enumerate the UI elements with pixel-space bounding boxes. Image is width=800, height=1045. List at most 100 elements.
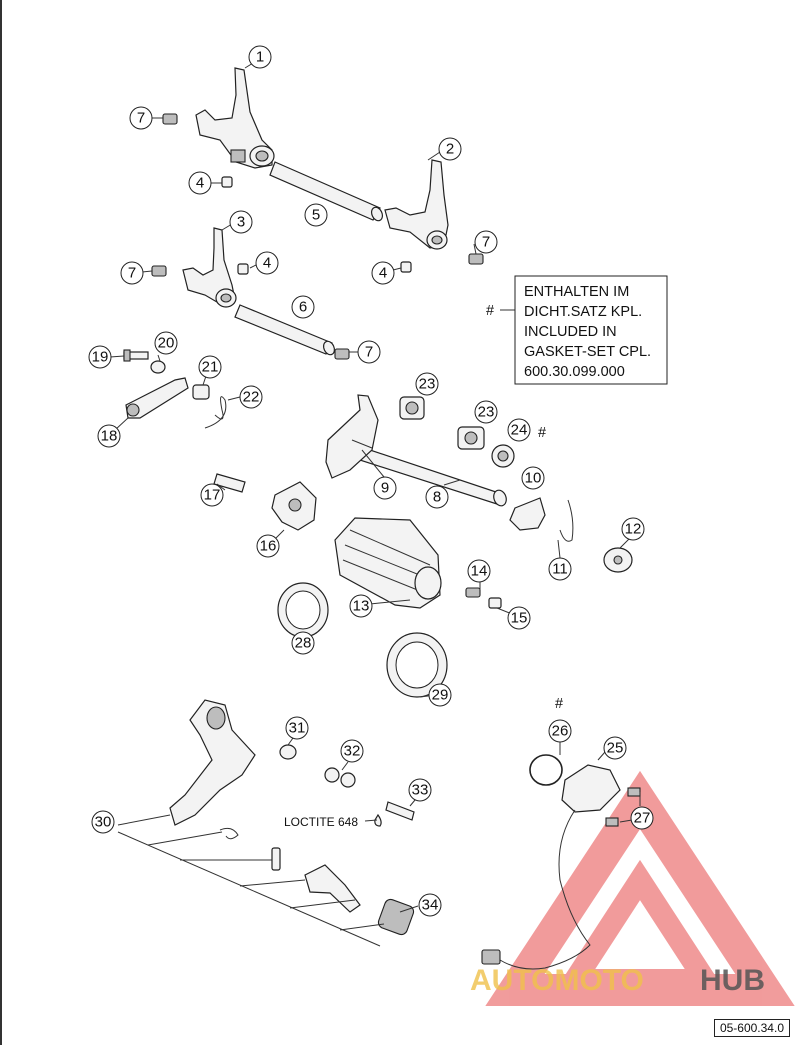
bearing-23-b (457, 426, 485, 450)
svg-text:31: 31 (289, 720, 306, 737)
shift-fork-2 (384, 159, 449, 250)
svg-text:23: 23 (419, 376, 436, 393)
joint-head (304, 864, 361, 913)
svg-text:30: 30 (95, 814, 112, 831)
loctite-drop (374, 813, 382, 827)
svg-text:21: 21 (202, 359, 219, 376)
svg-text:GASKET-SET CPL.: GASKET-SET CPL. (524, 344, 651, 360)
callout-31: 31 (285, 716, 309, 740)
pin-4-b (237, 263, 249, 275)
callout-34: 34 (418, 893, 442, 917)
washer-31 (279, 744, 297, 760)
roller-21 (192, 384, 210, 400)
screw-19 (123, 349, 149, 362)
svg-text:7: 7 (482, 234, 490, 251)
callout-19: 19 (88, 345, 112, 369)
svg-text:27: 27 (634, 810, 651, 827)
shift-lever-10 (509, 497, 546, 531)
shift-fork-3 (182, 227, 237, 308)
svg-text:20: 20 (158, 335, 175, 352)
svg-text:33: 33 (412, 782, 429, 799)
washer-12 (603, 547, 633, 573)
callout-7-a: 7 (129, 106, 153, 130)
callout-4-c: 4 (371, 261, 395, 285)
svg-text:18: 18 (101, 428, 118, 445)
svg-text:17: 17 (204, 487, 221, 504)
shift-lever-30 (169, 699, 256, 826)
callout-30: 30 (91, 810, 115, 834)
callout-33: 33 (408, 778, 432, 802)
svg-text:600.30.099.000: 600.30.099.000 (524, 364, 625, 380)
callout-24: 24 (507, 418, 531, 442)
o-ring-26 (529, 754, 563, 786)
svg-text:14: 14 (471, 563, 488, 580)
spring-clip (219, 827, 239, 840)
svg-text:23: 23 (478, 404, 495, 421)
bearing-29 (386, 632, 448, 698)
svg-text:24: 24 (511, 422, 528, 439)
callout-5: 5 (304, 203, 328, 227)
callout-14: 14 (467, 559, 491, 583)
svg-text:26: 26 (552, 723, 569, 740)
svg-text:7: 7 (128, 265, 136, 282)
hash-26: # (555, 696, 563, 712)
svg-text:8: 8 (433, 489, 441, 506)
callout-7-c: 7 (120, 261, 144, 285)
figure-code: 05-600.34.0 (713, 1019, 790, 1037)
callout-8: 8 (425, 485, 449, 509)
callout-13: 13 (349, 594, 373, 618)
svg-text:INCLUDED IN: INCLUDED IN (524, 324, 617, 340)
bearing-23-a (399, 396, 425, 420)
gasket-set-note: ENTHALTEN IM DICHT.SATZ KPL. INCLUDED IN… (514, 275, 668, 385)
spring-22 (204, 396, 227, 429)
callout-17: 17 (200, 483, 224, 507)
callout-26: 26 (548, 719, 572, 743)
svg-text:12: 12 (625, 521, 642, 538)
callout-28: 28 (291, 631, 315, 655)
svg-text:4: 4 (263, 255, 271, 272)
loctite-label: LOCTITE 648 (284, 815, 358, 829)
spring-7-c (151, 265, 167, 277)
svg-text:6: 6 (299, 299, 307, 316)
svg-text:34: 34 (422, 897, 439, 914)
svg-text:11: 11 (552, 561, 568, 578)
rubber-boot-34 (377, 898, 415, 936)
pin-4-a (221, 176, 233, 188)
callout-7-d: 7 (357, 340, 381, 364)
gear-sensor-25 (481, 764, 621, 970)
svg-text:15: 15 (511, 610, 528, 627)
spring-7-b (468, 253, 484, 265)
svg-text:25: 25 (607, 740, 624, 757)
watermark-text: AUTOMOTO HUB (470, 964, 765, 997)
spring-7-a (162, 113, 178, 125)
watermark-logo (485, 770, 795, 1006)
shift-quadrant-9 (325, 394, 379, 479)
lever-18 (125, 377, 189, 419)
spring-7-d (334, 348, 350, 360)
shift-drum-13 (334, 517, 442, 609)
pin-15 (488, 597, 502, 609)
svg-text:4: 4 (196, 175, 204, 192)
shift-rod-6 (234, 304, 336, 356)
washer-20 (150, 360, 166, 374)
callout-29: 29 (428, 683, 452, 707)
callout-4-a: 4 (188, 171, 212, 195)
callout-22: 22 (239, 385, 263, 409)
callout-1: 1 (248, 45, 272, 69)
svg-text:10: 10 (525, 470, 542, 487)
svg-text:4: 4 (379, 265, 387, 282)
washers-32 (324, 767, 356, 788)
callout-2: 2 (438, 137, 462, 161)
svg-text:ENTHALTEN IM: ENTHALTEN IM (524, 284, 629, 300)
callout-18: 18 (97, 424, 121, 448)
callout-23-a: 23 (415, 372, 439, 396)
svg-text:13: 13 (353, 598, 370, 615)
svg-text:9: 9 (381, 480, 389, 497)
seal-24 (491, 444, 515, 468)
screw-33 (385, 801, 415, 821)
pin-small (271, 847, 281, 871)
callout-23-b: 23 (474, 400, 498, 424)
svg-text:5: 5 (312, 207, 320, 224)
callout-7-b: 7 (474, 230, 498, 254)
pin-4-c (400, 261, 412, 273)
